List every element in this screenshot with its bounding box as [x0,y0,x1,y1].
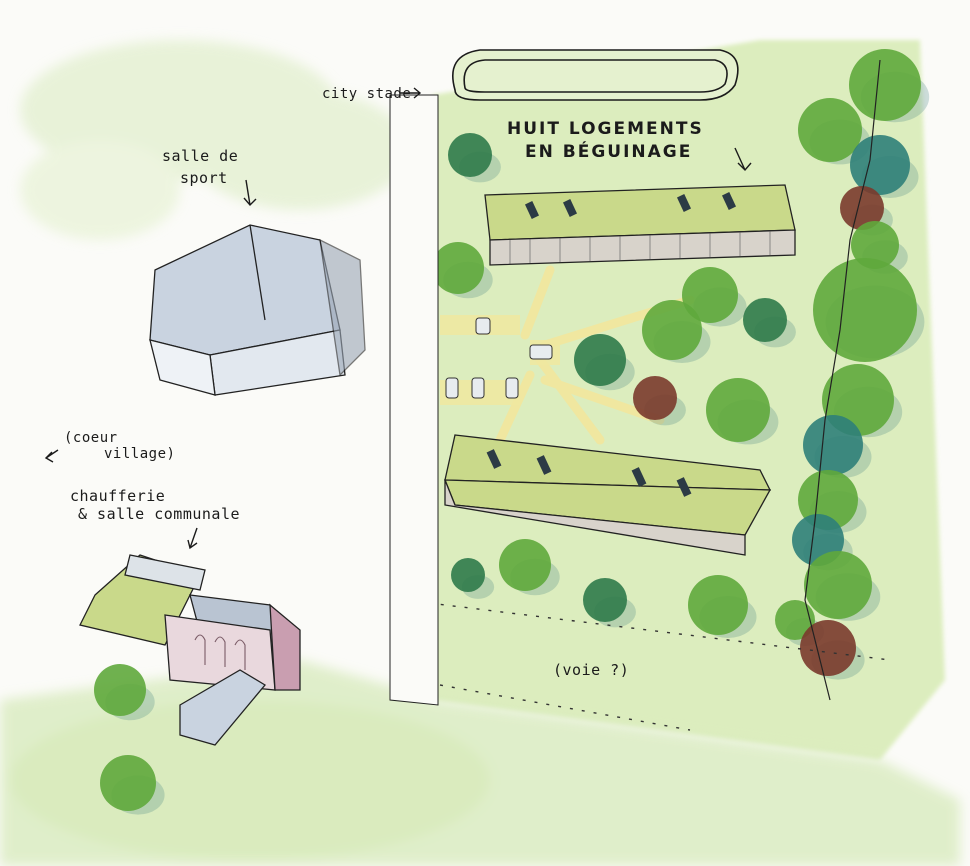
tree-icon [583,578,627,622]
tree-icon [813,258,917,362]
blank-block [389,94,439,706]
top-wash [20,40,410,240]
tree-icon [850,135,910,195]
tree-icon [682,267,738,323]
tree-icon [451,558,485,592]
tree-icon [743,298,787,342]
coeur-village-label-line1: (coeur [64,430,118,446]
hedge-line [804,59,881,701]
tree-icon [100,755,156,811]
tree-icon [448,133,492,177]
tree-icon [633,376,677,420]
housing-title-line2: EN BÉGUINAGE [525,142,693,162]
chaufferie-label-line1: chaufferie [70,487,166,505]
housing-title-line1: HUIT LOGEMENTS [507,119,704,139]
salle-de-sport-label-line1: salle de [162,147,239,165]
tree-icon [803,415,863,475]
trees [94,49,930,815]
parking [440,315,560,405]
tree-icon [706,378,770,442]
city-stade-track [452,49,739,101]
tree-icon [94,664,146,716]
tree-icon [574,334,626,386]
voie-label: (voie ?) [553,661,630,679]
tree-icon [851,221,899,269]
city-stade-label: city stade [322,86,412,102]
car [445,317,553,399]
lower-housing-block [444,434,772,556]
tree-icon [798,98,862,162]
tree-icon [840,186,884,230]
community-buildings [79,554,301,746]
upper-housing-block [484,184,796,266]
tree-icon [849,49,921,121]
tree-icon [804,551,872,619]
coeur-village-label-line2: village) [104,446,176,462]
tree-icon [642,300,702,360]
tree-icon [800,620,856,676]
tree-icon [432,242,484,294]
tree-icon [775,600,815,640]
chaufferie-label-line2: & salle communale [78,505,241,523]
salle-de-sport-label-line2: sport [180,169,228,187]
arrow-icon [44,87,752,550]
sports-hall [149,224,366,396]
tree-icon [688,575,748,635]
tree-icon [499,539,551,591]
